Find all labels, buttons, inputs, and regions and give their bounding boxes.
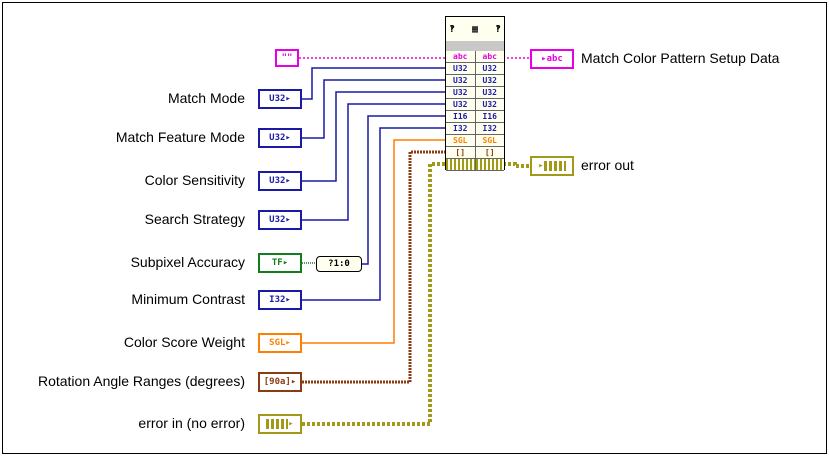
bundle-out-icon: ‽ bbox=[494, 23, 501, 35]
terminal-type-text: [90a] bbox=[263, 377, 291, 387]
label-rotation-angle-ranges: Rotation Angle Ranges (degrees) bbox=[37, 373, 245, 389]
wire-error-in bbox=[302, 162, 445, 426]
bundle-node-cell: U32 bbox=[482, 76, 497, 85]
bundle-node-cell: abc bbox=[446, 51, 476, 62]
bundle-node-row[interactable]: U32 U32 bbox=[446, 75, 504, 87]
bool-to-number-text: ?1:0 bbox=[328, 259, 350, 269]
wire-i16 bbox=[362, 115, 445, 265]
bundle-node-cell: I16 bbox=[446, 111, 476, 122]
terminal-search-strategy[interactable]: U32▸ bbox=[258, 210, 302, 230]
label-color-score-weight: Color Score Weight bbox=[123, 334, 245, 350]
wire-u32 bbox=[302, 103, 445, 221]
wire-u32 bbox=[302, 91, 445, 182]
terminal-error-in[interactable]: ▸ bbox=[258, 414, 302, 434]
label-setup-data-out: Match Color Pattern Setup Data bbox=[581, 50, 780, 66]
bundle-node-cell: SGL bbox=[482, 136, 497, 145]
bundle-node-row[interactable]: SGL SGL bbox=[446, 135, 504, 147]
wire-u32 bbox=[302, 79, 445, 139]
bundle-node-cell: U32 bbox=[446, 99, 476, 110]
bundle-node-cell: U32 bbox=[446, 75, 476, 86]
bundle-node-cell: U32 bbox=[482, 88, 497, 97]
bundle-node-cell bbox=[446, 159, 476, 170]
bundle-in-icon: ‽ bbox=[449, 23, 456, 35]
indicator-type-text: abc bbox=[546, 54, 563, 64]
label-match-feature-mode: Match Feature Mode bbox=[115, 129, 245, 145]
bundle-node-cell: I32 bbox=[482, 124, 497, 133]
bundle-node-row[interactable]: U32 U32 bbox=[446, 87, 504, 99]
label-subpixel-accuracy: Subpixel Accuracy bbox=[130, 254, 245, 270]
indicator-error-out[interactable]: ▸ bbox=[530, 156, 574, 176]
label-match-mode: Match Mode bbox=[167, 90, 245, 106]
bundle-node-cell: abc bbox=[482, 52, 497, 61]
bundle-node-cell: U32 bbox=[446, 63, 476, 74]
wire-u32 bbox=[302, 67, 445, 100]
bundle-node-cell: [] bbox=[446, 147, 476, 158]
bundle-node-cell: U32 bbox=[446, 87, 476, 98]
label-error-out: error out bbox=[581, 157, 634, 173]
bundle-node-cell: [] bbox=[484, 148, 495, 157]
terminal-type-text: U32 bbox=[269, 94, 286, 104]
terminal-subpixel-accuracy[interactable]: TF▸ bbox=[258, 253, 302, 273]
terminal-type-text: U32 bbox=[269, 176, 286, 186]
terminal-type-text: TF bbox=[271, 258, 283, 268]
bundle-node-cell: U32 bbox=[482, 100, 497, 109]
wire-cluster bbox=[302, 150, 445, 384]
label-minimum-contrast: Minimum Contrast bbox=[131, 291, 245, 307]
bundle-node-row[interactable] bbox=[446, 159, 504, 171]
terminal-type-text: SGL bbox=[269, 338, 286, 348]
bundle-icon: ▦ bbox=[471, 23, 479, 35]
terminal-minimum-contrast[interactable]: I32▸ bbox=[258, 290, 302, 310]
indicator-setup-data[interactable]: ▸abc bbox=[530, 49, 574, 69]
terminal-type-text: U32 bbox=[269, 133, 286, 143]
error-cluster-icon bbox=[266, 419, 289, 429]
terminal-type-text: I32 bbox=[269, 295, 286, 305]
bundle-node-row[interactable]: I16 I16 bbox=[446, 111, 504, 123]
bundle-node-cell: I32 bbox=[446, 123, 476, 134]
label-error-in: error in (no error) bbox=[138, 415, 245, 431]
wire-sgl bbox=[302, 139, 445, 344]
terminal-match-mode[interactable]: U32▸ bbox=[258, 89, 302, 109]
bundle-node-cell bbox=[475, 159, 504, 170]
bundle-node-row[interactable]: U32 U32 bbox=[446, 63, 504, 75]
terminal-color-sensitivity[interactable]: U32▸ bbox=[258, 171, 302, 191]
wire-i32 bbox=[302, 127, 445, 301]
bundle-node-row[interactable]: U32 U32 bbox=[446, 99, 504, 111]
bundle-node-cell: U32 bbox=[482, 64, 497, 73]
bundle-node-cell: SGL bbox=[446, 135, 476, 146]
terminal-match-feature-mode[interactable]: U32▸ bbox=[258, 128, 302, 148]
terminal-rotation-angle-ranges[interactable]: [90a]▸ bbox=[258, 372, 302, 392]
string-constant-text: "" bbox=[281, 53, 293, 63]
terminal-type-text: U32 bbox=[269, 215, 286, 225]
bundle-node-cell: I16 bbox=[482, 112, 497, 121]
error-cluster-icon bbox=[543, 161, 566, 171]
bundle-node-row[interactable]: [] [] bbox=[446, 147, 504, 159]
label-search-strategy: Search Strategy bbox=[144, 211, 245, 227]
bundle-node-header: ‽ ▦ ‽ bbox=[446, 17, 504, 41]
label-color-sensitivity: Color Sensitivity bbox=[144, 172, 245, 188]
bundle-node-row[interactable]: I32 I32 bbox=[446, 123, 504, 135]
empty-string-constant[interactable]: "" bbox=[275, 49, 299, 67]
terminal-color-score-weight[interactable]: SGL▸ bbox=[258, 333, 302, 353]
wire-error-out bbox=[503, 162, 530, 168]
bool-to-number-node[interactable]: ?1:0 bbox=[316, 256, 362, 272]
